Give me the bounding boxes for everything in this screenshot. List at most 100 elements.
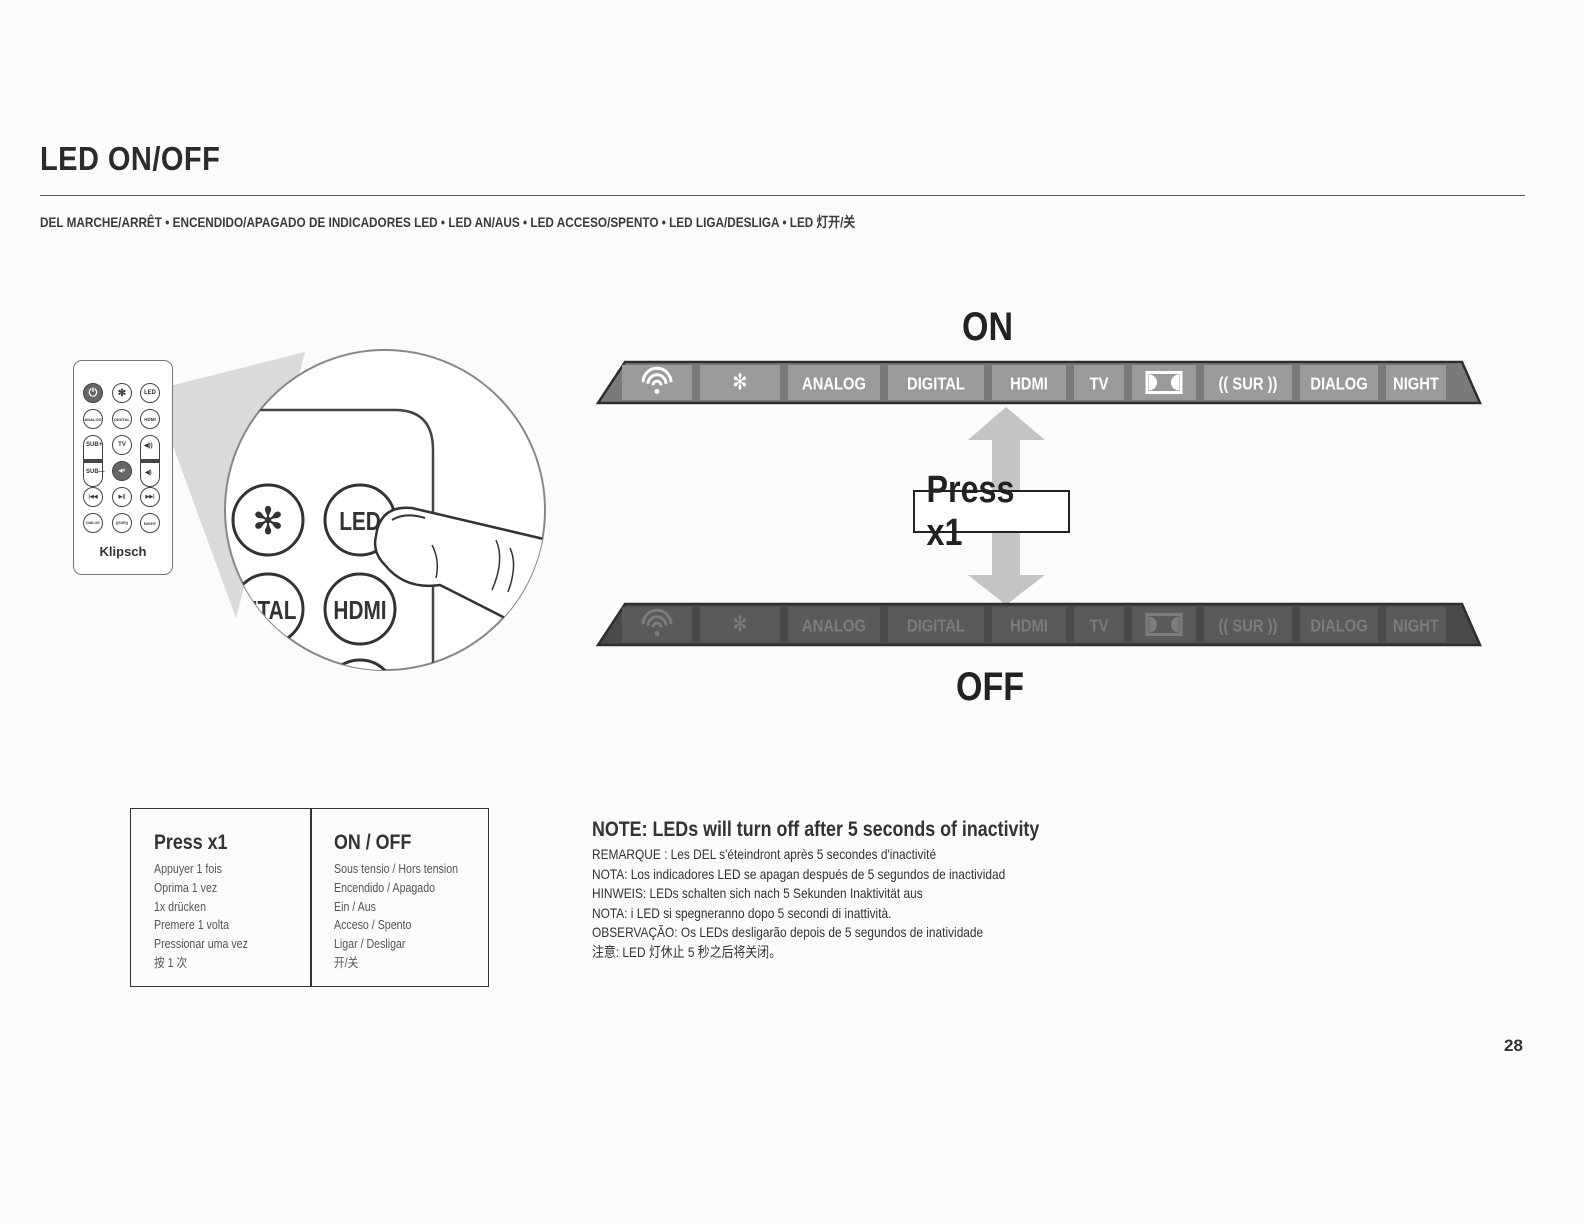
analog-button[interactable]: ANALOG [83,409,103,429]
page-title: LED ON/OFF [40,140,221,177]
bluetooth-button[interactable]: ✻ [112,383,132,403]
table-head-onoff: ON / OFF [334,831,412,854]
led-label-analog: ANALOG [802,374,866,394]
led-label-digital: DIGITAL [907,616,965,636]
sub-minus-label: SUB— [86,469,105,475]
list-item: 1x drücken [154,899,206,914]
page-subtitle: DEL MARCHE/ARRÊT • ENCENDIDO/APAGADO DE … [40,214,856,230]
night-button[interactable]: NIGHT [140,513,160,533]
note-line: 注意: LED 灯休止 5 秒之后将关闭。 [592,943,782,960]
list-item: Premere 1 volta [154,918,229,933]
list-item: Encendido / Apagado [334,880,436,895]
note-line: NOTA: Los indicadores LED se apagan desp… [592,865,1006,882]
zoom-hdmi-button [323,572,397,646]
volume-rocker[interactable] [140,435,160,487]
note-heading: NOTE: LEDs will turn off after 5 seconds… [592,818,1040,841]
note-line: HINWEIS: LEDs schalten sich nach 5 Sekun… [592,885,923,901]
table-col-onoff: ON / OFF Sous tensio / Hors tension Ence… [334,831,480,973]
led-segment-bt [700,365,780,400]
remote-control: ⏻ ✻ LED ANALOG DIGITAL HDMI SUB+ SUB— TV… [73,360,173,575]
power-button[interactable]: ⏻ [83,383,103,403]
table-divider [310,809,312,986]
led-segment-dolby [1132,607,1196,642]
led-label-digital: DIGITAL [907,374,965,394]
digital-button[interactable]: DIGITAL [112,409,132,429]
led-segment-sur [1204,607,1292,642]
dolby-icon [1145,371,1183,394]
led-segment-dolby [1132,365,1196,400]
pressing-finger [373,506,545,643]
led-segment-night [1386,607,1446,642]
translation-table: Press x1 Appuyer 1 fois Oprima 1 vez 1x … [130,808,489,987]
led-label-sur: (( SUR )) [1219,616,1278,636]
inactivity-note: NOTE: LEDs will turn off after 5 seconds… [592,818,1118,962]
table-col-press: Press x1 Appuyer 1 fois Oprima 1 vez 1x … [154,831,264,973]
play-pause-button[interactable]: ▶|| [112,487,132,507]
wifi-icon [641,366,673,394]
led-segment-digital [888,365,984,400]
led-label-night: NIGHT [1393,616,1439,636]
dialog-button[interactable]: DIALOG [83,513,103,533]
note-line: REMARQUE : Les DEL s'éteindront après 5 … [592,846,937,862]
wifi-icon [641,608,673,636]
segments-on [622,365,1446,400]
led-segment-hdmi [992,365,1066,400]
note-line: NOTA: i LED si spegneranno dopo 5 second… [592,904,892,921]
led-label-bt: ✻ [732,369,747,395]
sur-button[interactable]: ((SUR)) [112,513,132,533]
list-item: Ein / Aus [334,899,376,914]
led-segment-digital [888,607,984,642]
next-button[interactable]: ▶▶| [140,487,160,507]
zoom-hdmi-label: HDMI [333,596,386,625]
led-segment-dialog [1300,607,1378,642]
press-x1-label: Press x1 [913,469,1070,554]
led-label-night: NIGHT [1393,374,1439,394]
sub-plus-label: SUB+ [86,442,103,448]
led-segment-hdmi [992,607,1066,642]
list-item: 按 1 次 [154,955,188,970]
page-number: 28 [1504,1036,1523,1055]
header-rule [40,195,1525,196]
hdmi-button[interactable]: HDMI [140,409,160,429]
led-label-bt: ✻ [732,611,747,637]
table-head-press: Press x1 [154,831,228,854]
list-item: Acceso / Spento [334,918,412,933]
note-line: OBSERVAÇÃO: Os LEDs desligarão depois de… [592,924,984,940]
list-item: Ligar / Desligar [334,937,406,952]
led-label-tv: TV [1090,374,1109,394]
tv-button[interactable]: TV [112,435,132,455]
segments-off [622,607,1446,642]
list-item: 开/关 [334,955,359,970]
led-segment-night [1386,365,1446,400]
led-label-analog: ANALOG [802,616,866,636]
list-item: Sous tensio / Hors tension [334,862,459,876]
sub-rocker[interactable] [83,435,103,487]
list-item: Oprima 1 vez [154,880,218,895]
prev-button[interactable]: |◀◀ [83,487,103,507]
led-button[interactable]: LED [140,383,160,403]
led-segment-bt [700,607,780,642]
led-segment-tv [1074,607,1124,642]
led-label-dialog: DIALOG [1310,616,1367,636]
on-label: ON [962,305,1013,349]
led-segment-analog [788,607,880,642]
brand-logo: Klipsch [99,544,147,559]
vol-up-label: ◀)) [144,443,153,449]
off-label: OFF [956,665,1024,709]
led-label-dialog: DIALOG [1310,374,1367,394]
list-item: Pressionar uma vez [154,937,248,952]
zoom-next-button [323,658,397,670]
led-label-hdmi: HDMI [1010,616,1048,636]
vol-down-label: ◀) [145,470,152,476]
led-segment-tv [1074,365,1124,400]
mute-button[interactable]: ◀× [112,461,132,481]
zoom-led-label: LED [339,507,381,536]
dolby-icon [1145,613,1183,636]
led-segment-dialog [1300,365,1378,400]
zoom-bluetooth-button [231,483,305,557]
